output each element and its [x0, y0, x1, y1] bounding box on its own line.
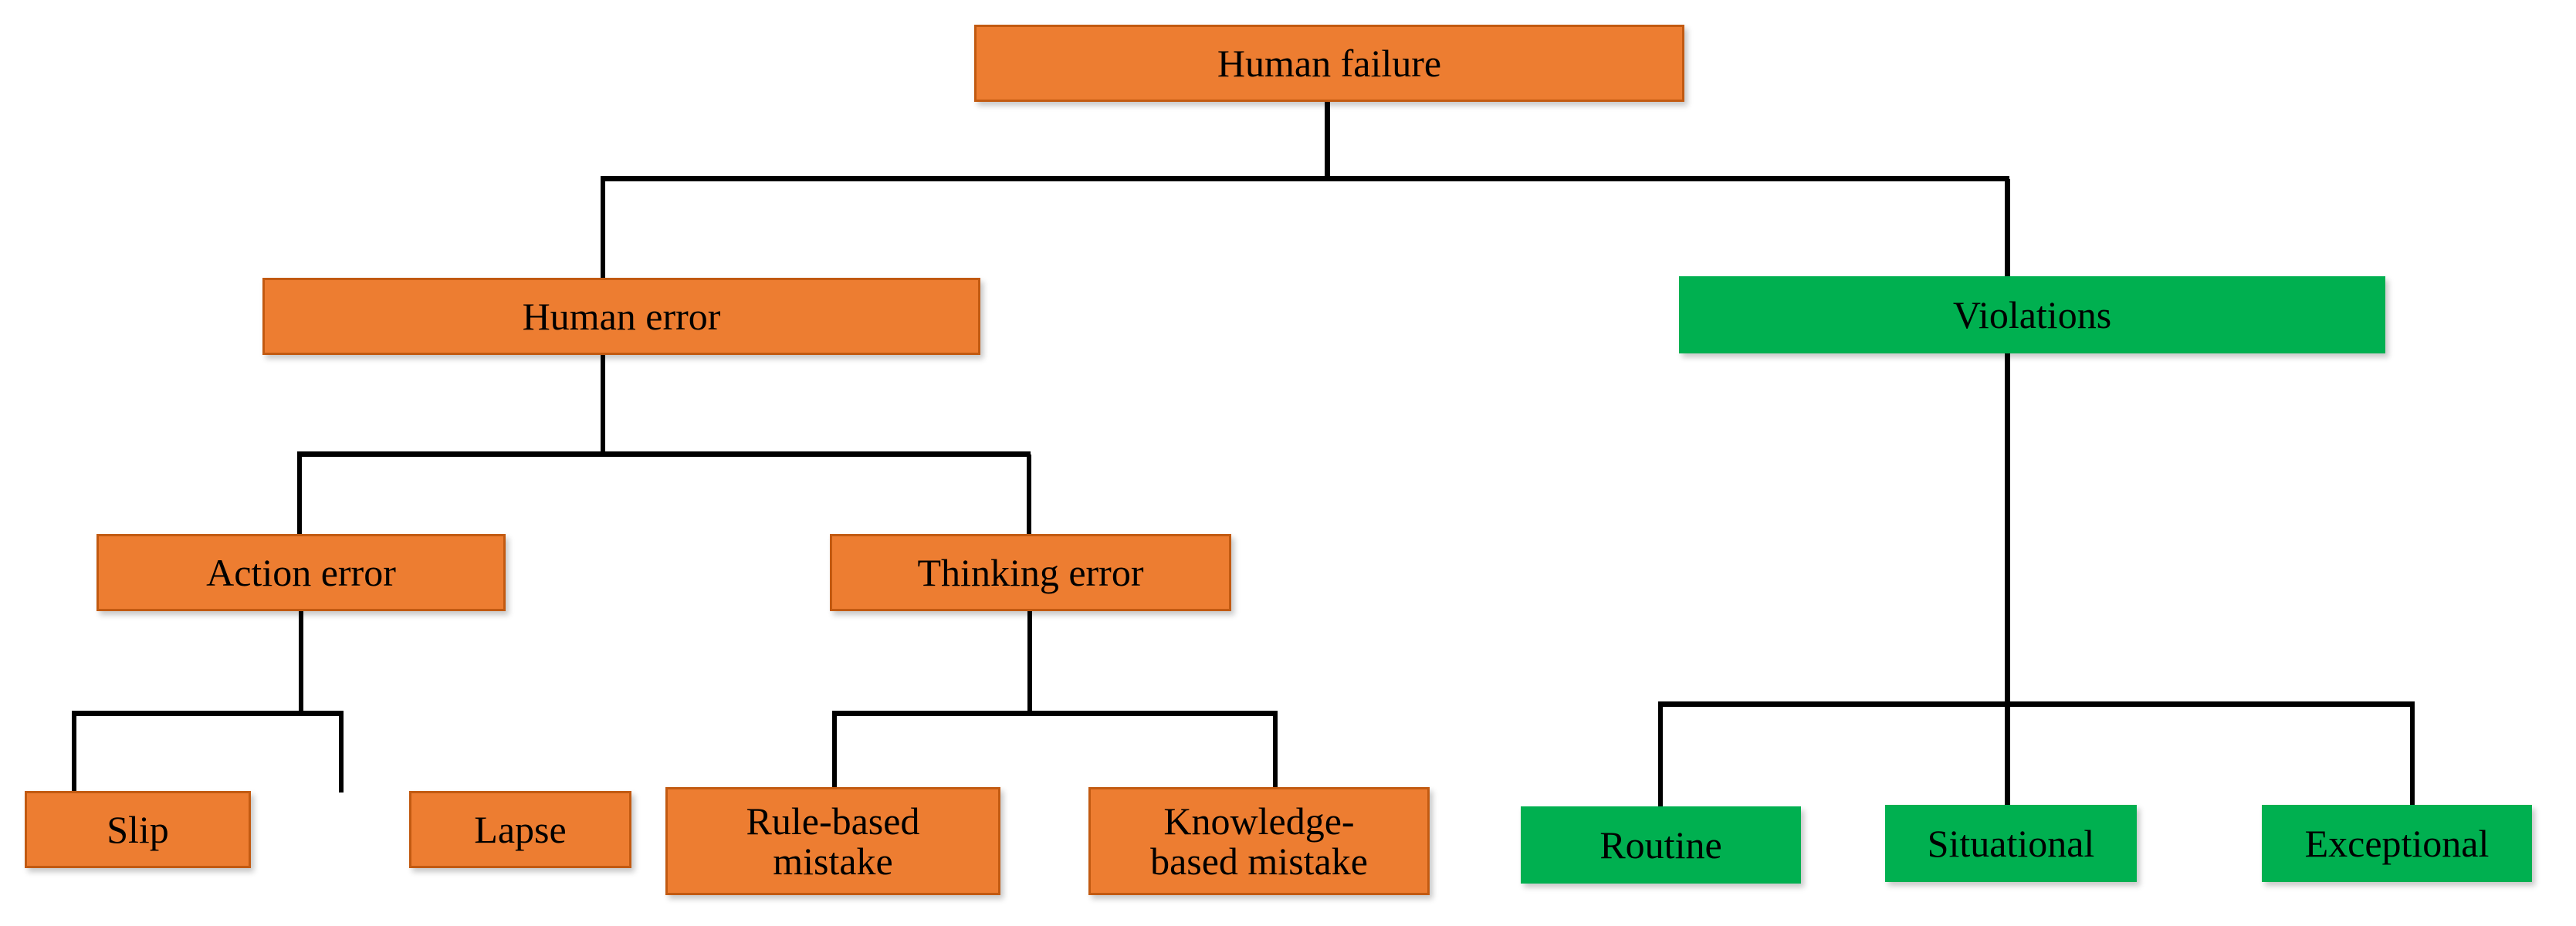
node-violations[interactable]: Violations — [1679, 276, 2385, 353]
node-human-failure[interactable]: Human failure — [974, 25, 1684, 102]
node-situational-label: Situational — [1927, 822, 2095, 865]
node-action-error[interactable]: Action error — [96, 534, 506, 611]
node-lapse[interactable]: Lapse — [409, 791, 631, 868]
node-exceptional[interactable]: Exceptional — [2262, 805, 2532, 882]
node-rule-based-mistake-label: Rule-based mistake — [746, 799, 920, 883]
node-routine-label: Routine — [1599, 823, 1722, 867]
node-exceptional-label: Exceptional — [2304, 822, 2490, 865]
node-lapse-label: Lapse — [474, 808, 567, 851]
connector-thinking-error-stem — [1027, 610, 1032, 714]
node-action-error-label: Action error — [206, 551, 396, 594]
connector-to-exceptional — [2410, 705, 2415, 809]
node-slip[interactable]: Slip — [25, 791, 251, 868]
connector-human-error-bus — [297, 451, 1031, 457]
node-human-failure-label: Human failure — [1217, 42, 1442, 85]
connector-to-thinking-error — [1027, 455, 1031, 536]
node-thinking-error[interactable]: Thinking error — [830, 534, 1231, 611]
connector-human-error-stem — [601, 355, 605, 454]
connector-to-knowledge-based-mistake — [1273, 714, 1278, 789]
node-human-error[interactable]: Human error — [262, 278, 980, 355]
node-human-error-label: Human error — [522, 295, 721, 338]
connector-violations-stem — [2005, 353, 2010, 809]
connector-root-stem — [1325, 102, 1330, 179]
connector-thinking-error-bus — [832, 711, 1278, 716]
connector-to-violations — [2005, 179, 2010, 278]
node-thinking-error-label: Thinking error — [917, 551, 1144, 594]
connector-to-slip — [72, 714, 76, 793]
node-situational[interactable]: Situational — [1885, 805, 2137, 882]
node-rule-based-mistake[interactable]: Rule-based mistake — [665, 787, 1000, 895]
connector-to-action-error — [297, 455, 302, 536]
connector-to-routine — [1658, 705, 1663, 809]
node-slip-label: Slip — [107, 808, 169, 851]
connector-to-lapse — [339, 714, 344, 793]
node-knowledge-based-mistake[interactable]: Knowledge- based mistake — [1088, 787, 1430, 895]
connector-level1-bus — [601, 176, 2009, 181]
node-routine[interactable]: Routine — [1521, 806, 1801, 884]
node-violations-label: Violations — [1952, 293, 2112, 336]
connector-to-rule-based-mistake — [832, 714, 837, 789]
connector-action-error-stem — [299, 610, 303, 714]
connector-violations-bus — [1658, 701, 2415, 707]
node-knowledge-based-mistake-label: Knowledge- based mistake — [1150, 799, 1368, 883]
connector-action-error-bus — [72, 711, 344, 716]
connector-to-human-error — [601, 179, 605, 279]
